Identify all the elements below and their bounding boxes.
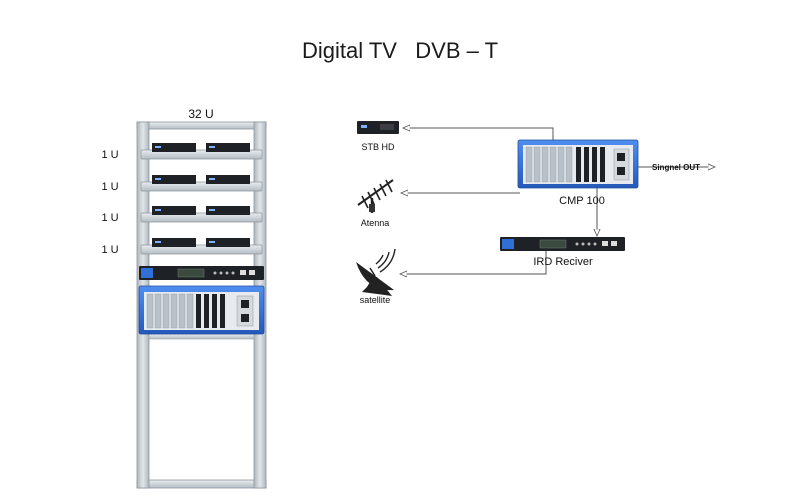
rack-shelf-3 — [140, 206, 263, 223]
cmp-100-chassis: CMP 100 — [517, 139, 639, 207]
antenna-icon: Atenna — [357, 179, 394, 228]
diagram-title: Digital TV DVB – T — [301, 38, 499, 63]
ird-receiver-device: IRD Reciver — [500, 237, 625, 268]
rack-size-label: 32 U — [188, 107, 213, 121]
rack-cmp-chassis — [138, 285, 265, 335]
ird-receiver-label: IRD Reciver — [533, 256, 593, 268]
stb-hd-label: STB HD — [361, 142, 395, 152]
ird-to-satellite-link — [400, 251, 547, 274]
unit-label: 1 U — [101, 181, 118, 193]
rack-shelf-4 — [140, 238, 263, 255]
cmp-100-label: CMP 100 — [559, 195, 605, 207]
server-rack: 32 U 1 U 1 U 1 U 1 U — [101, 107, 267, 489]
rack-ird-device — [139, 266, 264, 280]
satellite-label: satellite — [360, 295, 391, 305]
unit-label: 1 U — [101, 244, 118, 256]
stb-hd-device: STB HD — [357, 121, 399, 152]
signal-connections — [400, 128, 715, 274]
rack-shelf-2 — [140, 175, 263, 192]
satellite-dish-icon: satellite — [356, 248, 396, 305]
signal-out-label: Singnel OUT — [652, 163, 700, 172]
unit-label: 1 U — [101, 212, 118, 224]
antenna-label: Atenna — [361, 218, 390, 228]
unit-label: 1 U — [101, 149, 118, 161]
rack-shelf-1 — [140, 143, 263, 160]
cmp-to-stb-link — [403, 128, 554, 144]
